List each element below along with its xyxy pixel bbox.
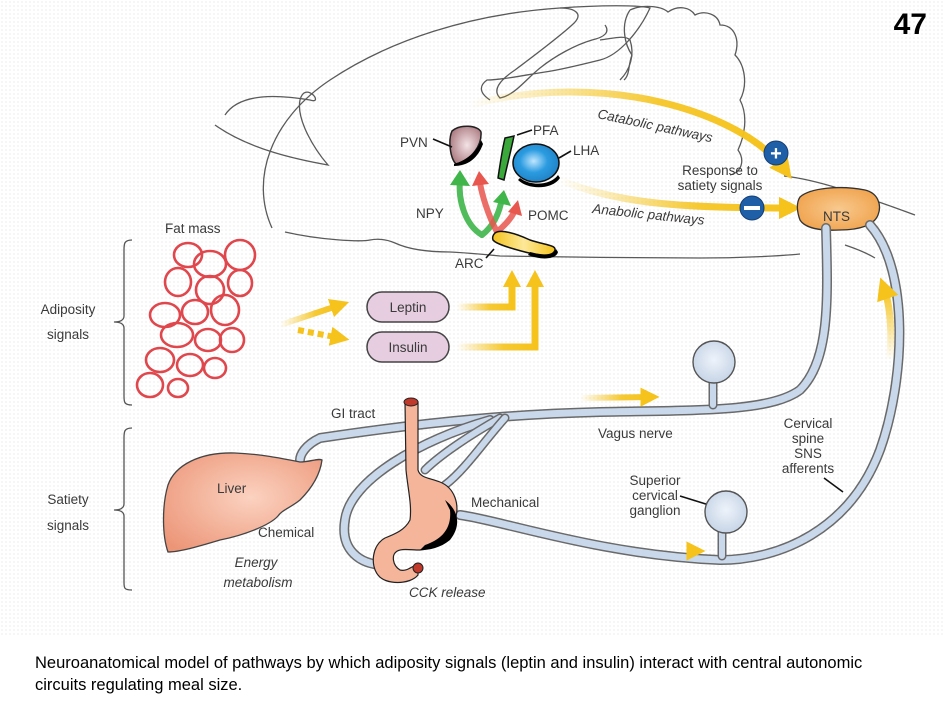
fat-mass-cells [135,238,257,399]
arrowhead [526,270,544,287]
svg-text:+: + [770,143,782,165]
liver [162,452,323,553]
nerve-fibers [295,220,905,570]
gi-tract-label: GI tract [331,406,376,421]
leptin-label: Leptin [390,300,427,315]
energy-label-line2: metabolism [223,575,292,590]
mechanical-label: Mechanical [471,495,539,510]
plus-sign-icon: + [763,140,789,166]
brain-frontal-outline [214,91,330,166]
pointer-lines [432,129,844,506]
pomc-label: POMC [528,208,569,223]
response-label-line1: Response to [682,163,758,178]
fat-mass-label: Fat mass [165,221,221,236]
sns-flow-arrow [877,277,899,361]
adiposity-bracket [113,239,133,406]
pfa-label: PFA [533,123,559,138]
adiposity-label-line1: Adiposity [41,302,96,317]
cervical-label-line3: SNS [794,446,822,461]
figure-caption: Neuroanatomical model of pathways by whi… [35,654,863,694]
chemical-label: Chemical [258,525,314,540]
liver-label: Liver [217,481,247,496]
hormone-to-arc-arrows [457,283,539,351]
pvn-nucleus [449,125,482,165]
arc-nucleus [491,230,556,256]
slide-number: 47 [893,8,927,41]
lha-nucleus [512,143,560,183]
npy-arrowhead [493,190,511,206]
pvn-shadow [454,140,483,166]
pomc-arrowhead [508,200,522,216]
insulin-pill [366,331,450,363]
vagal-ganglion [692,340,736,384]
pfa-nucleus [497,135,515,181]
brain-outline [262,5,916,259]
arc-label: ARC [455,256,484,271]
cervical-label-line4: afferents [782,461,835,476]
cervical-label-line2: spine [792,431,824,446]
satiety-bracket [113,427,133,591]
vagus-label: Vagus nerve [598,426,673,441]
fat-to-leptin-arrow [279,298,350,328]
scg-label-line2: cervical [632,488,678,503]
pomc-arrowhead [472,171,489,186]
minus-sign-icon [739,195,765,221]
energy-label-line1: Energy [235,555,279,570]
catabolic-pathway-arrow [469,88,792,179]
stomach-shadow [420,500,458,550]
adiposity-label-line2: signals [47,327,89,342]
nts-label: NTS [823,209,850,224]
npy-label: NPY [416,206,444,221]
arrowhead [503,270,521,287]
scg-label-line1: Superior [629,473,681,488]
caption-band [0,636,945,704]
pvn-label: PVN [400,135,428,150]
scg-label-line3: ganglion [629,503,680,518]
esophagus-opening [403,397,419,407]
leptin-pill [366,291,450,323]
cck-label: CCK release [409,585,486,600]
insulin-label: Insulin [388,340,427,355]
duodenum-opening [412,562,424,574]
fat-to-insulin-arrow [297,326,350,346]
lha-shadow [518,175,560,188]
arc-shadow [528,249,558,259]
superior-cervical-ganglion [704,490,748,534]
satiety-label-line2: signals [47,518,89,533]
satiety-label-line1: Satiety [47,492,89,507]
cervical-label-line1: Cervical [784,416,833,431]
lha-label: LHA [573,143,599,158]
response-label-line2: satiety signals [678,178,763,193]
npy-arrowhead [450,170,470,186]
vagus-flow-arrow [579,387,660,407]
gi-tract [372,401,458,584]
